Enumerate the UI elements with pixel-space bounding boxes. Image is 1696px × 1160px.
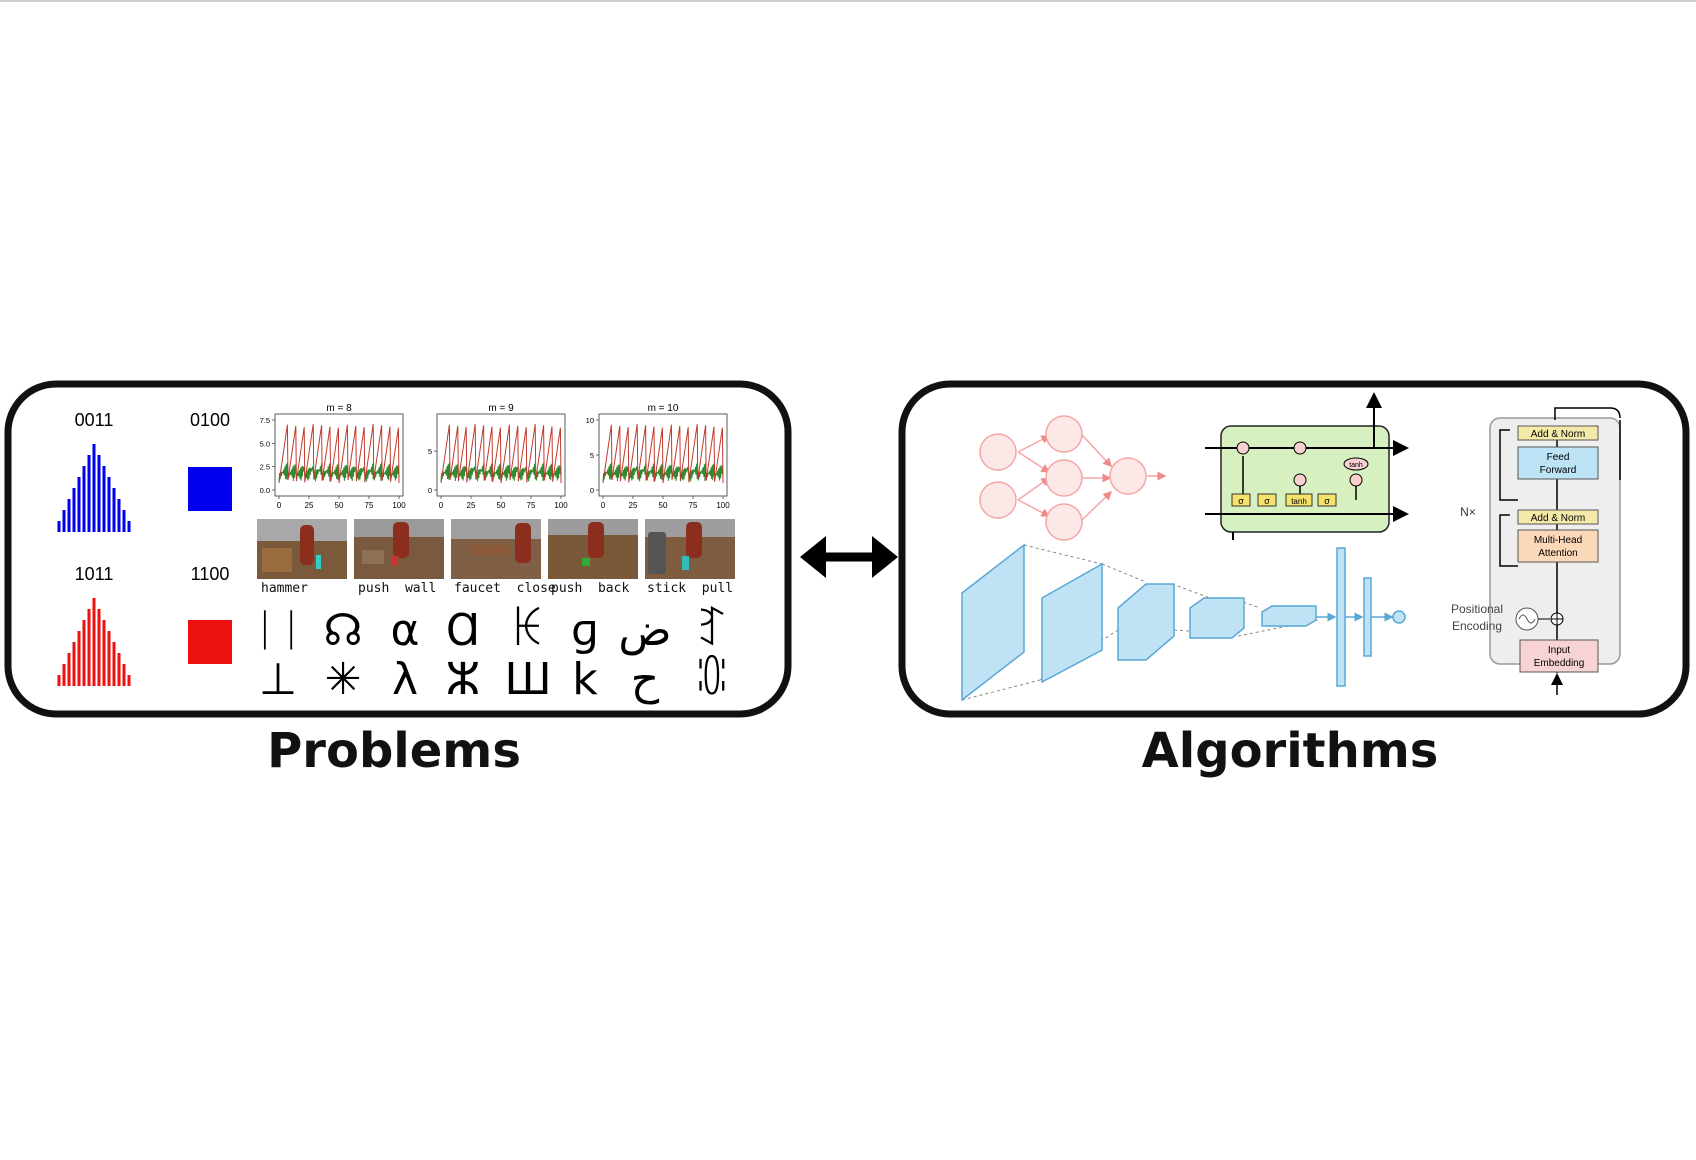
x-tick-label: 50 xyxy=(659,501,668,510)
y-tick-label: 0.0 xyxy=(260,486,270,495)
task-label-faucet-close: faucet close xyxy=(454,581,556,596)
chart-title: m = 9 xyxy=(488,403,514,414)
x-tick-label: 25 xyxy=(629,501,638,510)
chart-title: m = 8 xyxy=(326,403,352,414)
y-tick-label: 2.5 xyxy=(260,463,270,472)
code-1100: 1100 xyxy=(191,564,230,584)
series-red xyxy=(602,424,724,484)
character-glyph: ✳ xyxy=(325,654,362,705)
lstm-tanh-label: tanh xyxy=(1349,462,1363,469)
lstm-gate-sigma-3: σ xyxy=(1324,496,1330,506)
task-label-hammer: hammer xyxy=(261,581,308,596)
x-tick-label: 75 xyxy=(527,501,536,510)
thumb-push-back xyxy=(548,519,638,579)
thumb-push-wall xyxy=(354,519,444,579)
embedding-box xyxy=(1519,639,1599,673)
y-tick-label: 5 xyxy=(428,447,432,456)
x-tick-label: 0 xyxy=(277,501,282,510)
y-tick-label: 5.0 xyxy=(260,439,270,448)
x-tick-label: 75 xyxy=(365,501,374,510)
character-glyph: ɡ xyxy=(571,605,599,656)
embedding-line1: Input xyxy=(1548,645,1570,656)
task-label-push-wall: push wall xyxy=(358,581,436,596)
character-glyph: ض xyxy=(618,605,671,656)
character-glyph: ᛁᛁ xyxy=(252,605,305,656)
character-glyph: Ɑ xyxy=(446,605,480,656)
character-glyph: ꀘ xyxy=(511,605,545,656)
character-glyph: ح xyxy=(631,654,660,705)
y-tick-label: 0 xyxy=(590,486,594,495)
x-tick-label: 50 xyxy=(497,501,506,510)
positional-line1: Positional xyxy=(1451,602,1503,616)
line-chart-m9: m = 9 0 25 50 75 100 0 5 xyxy=(428,403,568,510)
code-1011: 1011 xyxy=(75,564,114,584)
positional-line2: Encoding xyxy=(1452,619,1502,633)
thumb-faucet-close xyxy=(451,519,541,579)
character-glyph: λ xyxy=(392,654,418,705)
y-tick-label: 5 xyxy=(590,451,594,460)
character-glyph: k xyxy=(572,654,598,705)
thumb-stick-pull xyxy=(645,519,735,579)
attn-add-norm: Add & Norm xyxy=(1531,513,1585,524)
x-tick-label: 75 xyxy=(689,501,698,510)
feed-forward-line1: Feed xyxy=(1547,452,1570,463)
character-glyph: ꁤ xyxy=(695,654,729,705)
double-arrow-icon xyxy=(800,536,898,578)
attention-line2: Attention xyxy=(1538,548,1577,559)
x-tick-label: 50 xyxy=(335,501,344,510)
code-0011: 0011 xyxy=(75,410,114,430)
feed-forward-line2: Forward xyxy=(1540,465,1577,476)
x-tick-label: 100 xyxy=(716,501,730,510)
lstm-gate-sigma-2: σ xyxy=(1264,496,1270,506)
nx-label: N× xyxy=(1460,505,1476,519)
y-tick-label: 7.5 xyxy=(260,416,270,425)
line-chart-m8: m = 8 0 25 50 75 100 0.0 2.5 5.0 7.5 xyxy=(260,403,407,510)
chart-title: m = 10 xyxy=(648,403,679,414)
x-tick-label: 100 xyxy=(554,501,568,510)
caption-problems: Problems xyxy=(267,723,521,779)
attention-line1: Multi-Head xyxy=(1534,535,1582,546)
line-chart-m10: m = 10 0 25 50 75 100 0 5 10 xyxy=(586,403,731,510)
x-tick-label: 25 xyxy=(305,501,314,510)
x-tick-label: 0 xyxy=(439,501,444,510)
ffn-addnorm-box xyxy=(1517,425,1599,441)
y-tick-label: 10 xyxy=(586,416,594,425)
character-glyph: Ш xyxy=(504,654,551,705)
character-glyph: ⊥ xyxy=(259,654,297,705)
task-label-stick-pull: stick pull xyxy=(647,581,733,596)
red-striped-triangle xyxy=(57,598,131,686)
character-glyph: ⵣ xyxy=(446,654,481,705)
task-label-push-back: push back xyxy=(551,581,629,596)
ffn-add-norm: Add & Norm xyxy=(1531,429,1585,440)
caption-algorithms: Algorithms xyxy=(1142,723,1439,779)
x-tick-label: 25 xyxy=(467,501,476,510)
transformer-block: Add & Norm Feed Forward Add & Norm Multi… xyxy=(1451,407,1621,695)
series-red xyxy=(440,424,562,484)
lstm-gate-tanh: tanh xyxy=(1291,497,1307,506)
attention-box xyxy=(1517,529,1599,563)
x-tick-label: 100 xyxy=(392,501,406,510)
mlp-network xyxy=(979,415,1167,541)
lstm-cell: tanh σ σ tanh σ xyxy=(1205,392,1409,540)
x-tick-label: 0 xyxy=(601,501,606,510)
attn-addnorm-box xyxy=(1517,509,1599,525)
blue-striped-triangle xyxy=(57,444,131,532)
robot-task-thumbnails xyxy=(257,519,735,579)
y-tick-label: 0 xyxy=(428,486,432,495)
character-glyph: α xyxy=(390,605,419,656)
embedding-line2: Embedding xyxy=(1534,658,1585,669)
top-border xyxy=(0,0,1696,2)
code-0100: 0100 xyxy=(190,410,230,430)
blue-square xyxy=(188,467,232,511)
character-glyph: ꆈ xyxy=(695,605,729,656)
cnn-network xyxy=(961,543,1406,702)
series-red xyxy=(278,424,400,484)
lstm-gate-sigma-1: σ xyxy=(1238,496,1244,506)
thumb-hammer xyxy=(257,519,347,579)
feed-forward-box xyxy=(1517,446,1599,480)
red-square xyxy=(188,620,232,664)
character-glyph: ☊ xyxy=(323,605,362,656)
